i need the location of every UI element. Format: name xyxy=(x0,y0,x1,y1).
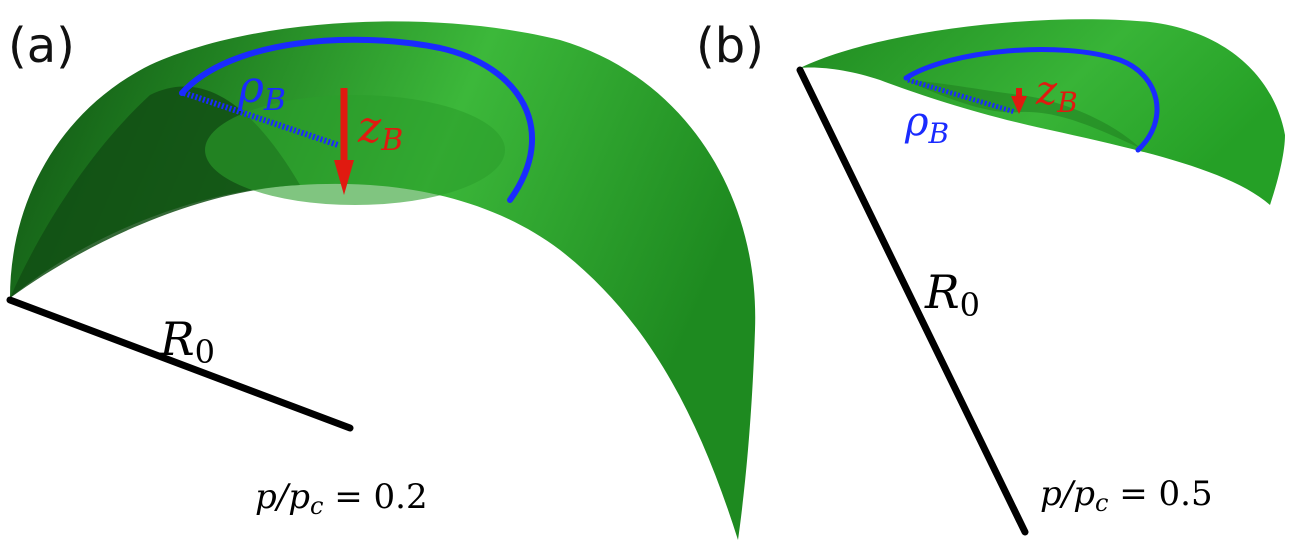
panel-b-z-label: zB xyxy=(1035,68,1078,119)
panel-b-bump-boundary xyxy=(903,47,1160,153)
panel-a-rho-label: ρB xyxy=(237,62,286,118)
panel-b-rho-label: ρB xyxy=(904,99,949,150)
panel-b-rho-line xyxy=(907,77,1016,115)
panel-a-ratio-label: p/pc = 0.2 xyxy=(255,477,428,520)
panel-a: (a) ρB zB R0 p/pc = 0.2 xyxy=(6,18,756,540)
panel-a-rho-line xyxy=(183,90,339,148)
panel-b-radius-line xyxy=(796,66,1029,536)
panel-a-radius-label: R0 xyxy=(159,312,215,371)
panel-a-z-label: zB xyxy=(357,102,403,158)
panel-b: (b) ρB zB R0 p/pc = 0.5 xyxy=(696,18,1285,536)
panel-a-radius-line xyxy=(6,296,354,432)
panel-a-label: (a) xyxy=(8,18,75,74)
panel-b-radius-label: R0 xyxy=(924,265,980,324)
panel-b-z-arrow-head xyxy=(1011,96,1027,114)
panel-b-dimple xyxy=(905,80,1140,148)
panel-a-bump-boundary xyxy=(179,36,536,203)
panel-b-label: (b) xyxy=(696,18,764,74)
panel-a-z-arrow-head xyxy=(334,160,354,195)
panel-b-ratio-label: p/pc = 0.5 xyxy=(1040,474,1213,517)
